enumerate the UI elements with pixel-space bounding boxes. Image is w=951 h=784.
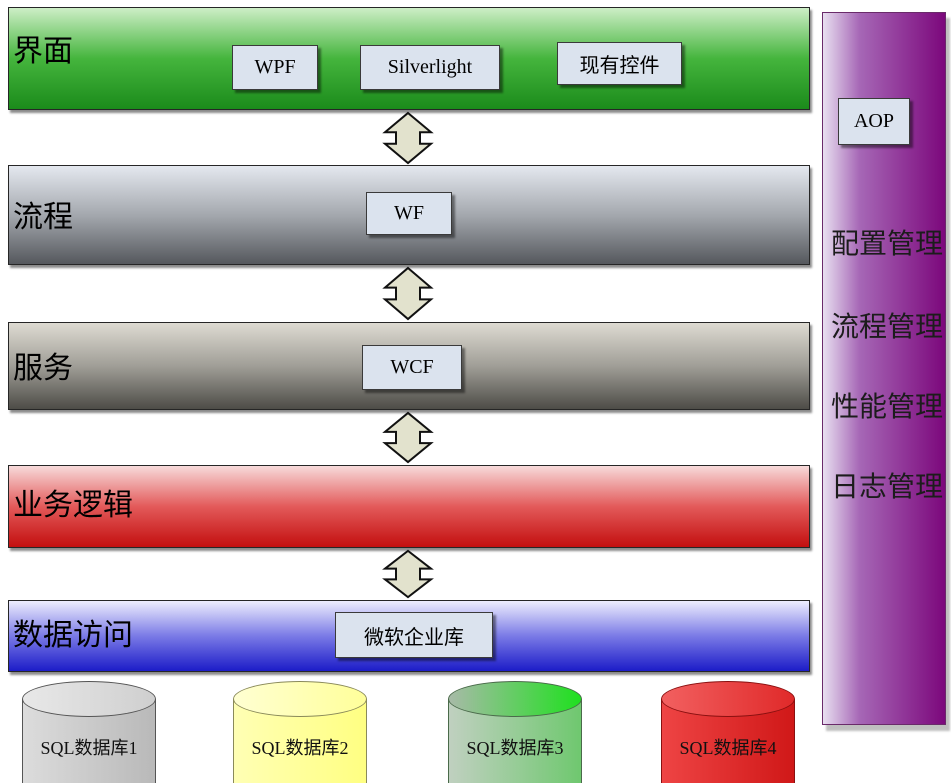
layer-label: 数据访问 — [13, 618, 133, 653]
component-box-existing-controls: 现有控件 — [557, 42, 682, 85]
layer-label: 业务逻辑 — [13, 488, 133, 523]
database-label: SQL数据库1 — [40, 738, 138, 758]
database-cylinder-2: SQL数据库2 — [233, 680, 367, 783]
double-arrow-icon — [384, 550, 432, 598]
cylinder-top — [22, 681, 156, 717]
layer-label: 界面 — [13, 34, 73, 69]
layer-label: 流程 — [13, 200, 73, 235]
component-box-silverlight: Silverlight — [360, 45, 500, 90]
double-arrow-icon — [384, 112, 432, 164]
component-box-wcf: WCF — [362, 345, 462, 390]
layer-service: 服务 WCF — [8, 322, 810, 410]
arrow-shape — [385, 551, 431, 597]
cylinder-top — [661, 681, 795, 717]
component-box-wf: WF — [366, 192, 452, 235]
arrow-shape — [385, 113, 431, 163]
component-box-enterprise-library: 微软企业库 — [335, 612, 493, 658]
component-box-wpf: WPF — [232, 45, 318, 90]
aop-item-process-management: 流程管理 — [831, 312, 944, 343]
double-arrow-icon — [384, 267, 432, 320]
layer-data-access: 数据访问 微软企业库 — [8, 600, 810, 672]
database-label: SQL数据库3 — [466, 738, 564, 758]
aop-panel: AOP 配置管理 流程管理 性能管理 日志管理 — [822, 12, 946, 725]
database-label: SQL数据库4 — [679, 738, 777, 758]
arrow-shape — [385, 413, 431, 462]
database-cylinder-1: SQL数据库1 — [22, 680, 156, 783]
double-arrow-icon — [384, 412, 432, 463]
layer-ui: 界面 WPF Silverlight 现有控件 — [8, 7, 810, 110]
aop-item-config-management: 配置管理 — [831, 229, 944, 260]
aop-box: AOP — [838, 98, 910, 145]
cylinder-top — [448, 681, 582, 717]
layer-business-logic: 业务逻辑 — [8, 465, 810, 548]
arrow-shape — [385, 268, 431, 319]
aop-item-performance-management: 性能管理 — [831, 392, 944, 423]
layer-workflow: 流程 WF — [8, 165, 810, 265]
database-cylinder-4: SQL数据库4 — [661, 680, 795, 783]
database-cylinder-3: SQL数据库3 — [448, 680, 582, 783]
layer-label: 服务 — [13, 351, 73, 386]
aop-item-log-management: 日志管理 — [831, 472, 944, 503]
database-label: SQL数据库2 — [251, 738, 349, 758]
cylinder-top — [233, 681, 367, 717]
